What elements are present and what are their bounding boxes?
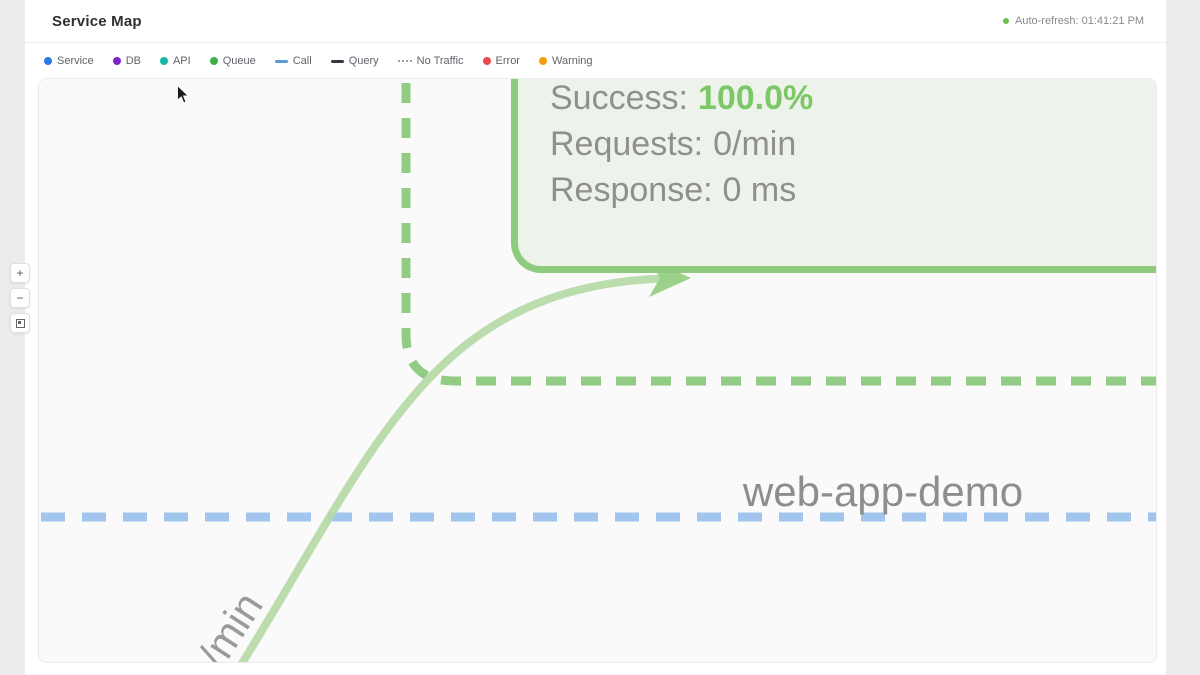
zoom-controls: + −	[10, 263, 30, 333]
legend-label: API	[172, 55, 191, 67]
legend-item-query: Query	[330, 55, 379, 67]
legend-item-service: Service	[44, 55, 94, 67]
page-title: Service Map	[52, 12, 142, 30]
tooltip-response-row: Response:0 ms	[550, 167, 1156, 213]
service-map-graph: /min web-app-demo	[41, 83, 1156, 663]
mouse-cursor-icon	[176, 84, 194, 111]
fit-view-icon	[15, 318, 25, 328]
right-margin-strip	[1166, 0, 1200, 675]
error-dot-icon	[482, 57, 491, 65]
db-dot-icon	[112, 57, 121, 65]
response-value: 0 ms	[722, 171, 797, 209]
legend-item-no-traffic: No Traffic	[397, 55, 464, 67]
response-label: Response:	[550, 171, 713, 209]
green-dashed-connector	[401, 83, 1156, 386]
requests-value: 0/min	[713, 125, 797, 163]
edge-stats-tooltip: Success:100.0% Requests:0/min Response:0…	[511, 79, 1156, 273]
legend-label: Queue	[222, 55, 256, 67]
fit-view-button[interactable]	[10, 313, 30, 333]
success-value: 100.0%	[697, 79, 814, 117]
tooltip-requests-row: Requests:0/min	[550, 121, 1156, 167]
legend-label: Call	[292, 55, 312, 67]
legend-item-api: API	[159, 55, 191, 67]
zoom-in-button[interactable]: +	[10, 263, 30, 283]
queue-dot-icon	[209, 57, 218, 65]
zoom-out-button[interactable]: −	[10, 288, 30, 308]
legend-item-db: DB	[112, 55, 141, 67]
header: Service Map Auto-refresh: 01:41:21 PM	[25, 0, 1166, 43]
legend-label: Error	[495, 55, 520, 67]
auto-refresh-label: Auto-refresh: 01:41:21 PM	[1014, 15, 1144, 27]
tooltip-success-row: Success:100.0%	[550, 79, 1156, 121]
legend-item-queue: Queue	[209, 55, 256, 67]
auto-refresh-status: Auto-refresh: 01:41:21 PM	[1002, 15, 1144, 27]
api-dot-icon	[159, 57, 168, 65]
legend-item-call: Call	[274, 55, 312, 67]
requests-label: Requests:	[550, 125, 704, 163]
legend-item-warning: Warning	[538, 55, 593, 67]
left-margin-strip	[0, 0, 25, 675]
legend-label: Query	[348, 55, 379, 67]
service-dot-icon	[44, 57, 52, 65]
node-label-web-app-demo: web-app-demo	[742, 468, 1023, 515]
success-label: Success:	[550, 79, 688, 117]
legend-label: Warning	[551, 55, 593, 67]
query-line-icon	[330, 59, 344, 63]
legend-label: Service	[57, 55, 94, 67]
green-edge-curve	[238, 274, 683, 662]
legend-label: No Traffic	[416, 55, 464, 67]
call-line-icon	[274, 59, 288, 63]
legend-bar: Service DB API Queue Call Query No Traff…	[25, 44, 1166, 78]
legend-item-error: Error	[482, 55, 520, 67]
auto-refresh-dot-icon	[1002, 18, 1009, 24]
edge-rate-label: /min	[189, 584, 272, 663]
no-traffic-dotted-line-icon	[397, 60, 412, 62]
service-map-canvas[interactable]: /min web-app-demo Success:100.0% Request…	[38, 78, 1157, 663]
legend-label: DB	[125, 55, 141, 67]
warning-dot-icon	[538, 57, 547, 65]
